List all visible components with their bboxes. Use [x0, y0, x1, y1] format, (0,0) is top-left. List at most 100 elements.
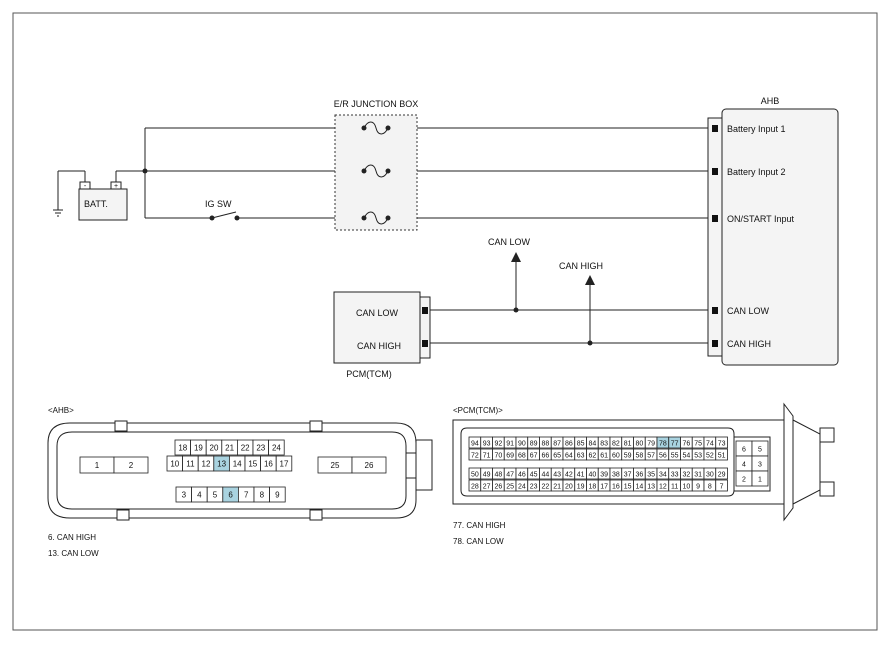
pcm-pin-37: 37 [621, 467, 634, 480]
pin-number: 9 [275, 491, 280, 500]
pin-number: 75 [694, 441, 702, 448]
pin-number: 2 [129, 461, 134, 470]
switch-contact [209, 215, 215, 221]
junction-dot [513, 307, 519, 313]
pin-number: 18 [178, 444, 187, 453]
junction-box-title: E/R JUNCTION BOX [334, 99, 419, 109]
pin-number: 67 [530, 453, 538, 460]
pin-number: 66 [541, 453, 549, 460]
pin-number: 87 [553, 441, 561, 448]
junction-dot [587, 340, 593, 346]
ig-sw-label: IG SW [205, 199, 232, 209]
pin-number: 11 [186, 460, 195, 469]
pin-number: 19 [194, 444, 203, 453]
pcm-pin-43: 43 [550, 467, 564, 480]
ahb-pin-10: 10 [166, 455, 184, 472]
pin-number: 84 [588, 441, 596, 448]
pin-number: 72 [471, 453, 479, 460]
pin-number: 20 [565, 484, 573, 491]
pcm-pin-marker [422, 340, 428, 347]
pin-number: 94 [471, 441, 479, 448]
pin-number: 16 [612, 484, 620, 491]
pin-number: 23 [256, 444, 265, 453]
ahb-pin-15: 15 [244, 455, 262, 472]
pcm-pin-33: 33 [668, 467, 681, 480]
fuse-terminal [385, 215, 391, 221]
pcm-pin-74: 74 [703, 436, 717, 449]
ahb-pin-26: 26 [351, 456, 387, 474]
pin-number: 59 [624, 453, 632, 460]
pcm-pin-11: 11 [668, 479, 681, 492]
ahb-pin-4: 4 [191, 486, 208, 503]
pin-number: 1 [758, 477, 762, 484]
pcm-pin-67: 67 [527, 448, 540, 461]
ahb-pin-2: 2 [113, 456, 149, 474]
pin-number: 58 [635, 453, 643, 460]
pin-number: 93 [483, 441, 491, 448]
battery-minus-label: - [84, 183, 87, 190]
pin-number: 34 [659, 472, 667, 479]
pin-number: 39 [600, 472, 608, 479]
pcm-pin-80: 80 [633, 436, 646, 449]
pin-number: 82 [612, 441, 620, 448]
pcm-pin-56: 56 [656, 448, 670, 461]
pcm-pin-75: 75 [691, 436, 705, 449]
pcm-pin-23: 23 [527, 479, 540, 492]
pcm-pin-88: 88 [539, 436, 552, 449]
pin-number: 12 [659, 484, 667, 491]
pin-number: 24 [518, 484, 526, 491]
pin-number: 50 [471, 472, 479, 479]
pin-number: 53 [694, 453, 702, 460]
pin-number: 54 [682, 453, 690, 460]
pcm-pin-41: 41 [574, 467, 587, 480]
pin-number: 88 [541, 441, 549, 448]
pin-number: 31 [694, 472, 702, 479]
pcm-pin-47: 47 [503, 467, 517, 480]
pin-number: 13 [647, 484, 655, 491]
ahb-pin-22: 22 [236, 439, 254, 456]
pcm-pin-marker [422, 307, 428, 314]
pin-number: 77 [671, 441, 679, 448]
fuse-terminal [361, 168, 367, 174]
battery-terminal-minus [79, 181, 91, 190]
pcm-pin-81: 81 [621, 436, 634, 449]
ahb-pin-24: 24 [268, 439, 285, 456]
pcm-pin-19: 19 [574, 479, 587, 492]
pcm-pin-58: 58 [633, 448, 646, 461]
pin-number: 7 [244, 491, 249, 500]
pin-number: 15 [624, 484, 632, 491]
pcm-pin-73: 73 [715, 436, 728, 449]
pcm-pin-4: 4 [735, 455, 753, 472]
pin-number: 25 [506, 484, 514, 491]
pcm-pin-79: 79 [644, 436, 658, 449]
pcm-connector [452, 402, 835, 522]
pcm-pin-54: 54 [680, 448, 693, 461]
pin-number: 70 [494, 453, 502, 460]
pcm-pin-17: 17 [597, 479, 611, 492]
pcm-pin-36: 36 [633, 467, 646, 480]
pcm-pin-39: 39 [597, 467, 611, 480]
pin-number: 21 [225, 444, 234, 453]
pcm-pin-2: 2 [735, 470, 753, 487]
pin-number: 2 [742, 477, 746, 484]
pcm-pin-29: 29 [715, 467, 728, 480]
pin-number: 11 [671, 484, 678, 491]
pin-number: 44 [541, 472, 549, 479]
pcm-connector-strip [419, 296, 431, 359]
fuses [363, 121, 389, 225]
pcm-pin-91: 91 [503, 436, 517, 449]
ahb-pin-14: 14 [228, 455, 246, 472]
pin-number: 62 [588, 453, 596, 460]
pin-number: 78 [659, 441, 667, 448]
pin-number: 23 [530, 484, 538, 491]
pin-number: 47 [506, 472, 514, 479]
ahb-pin-19: 19 [190, 439, 207, 456]
pcm-pin-64: 64 [562, 448, 576, 461]
pin-number: 76 [682, 441, 690, 448]
pin-number: 1 [95, 461, 100, 470]
pin-number: 22 [241, 444, 250, 453]
pcm-pin-49: 49 [480, 467, 493, 480]
pcm-pin-31: 31 [691, 467, 705, 480]
ahb-pin-can-high: CAN HIGH [727, 339, 771, 349]
arrow-up-icon [585, 275, 595, 285]
